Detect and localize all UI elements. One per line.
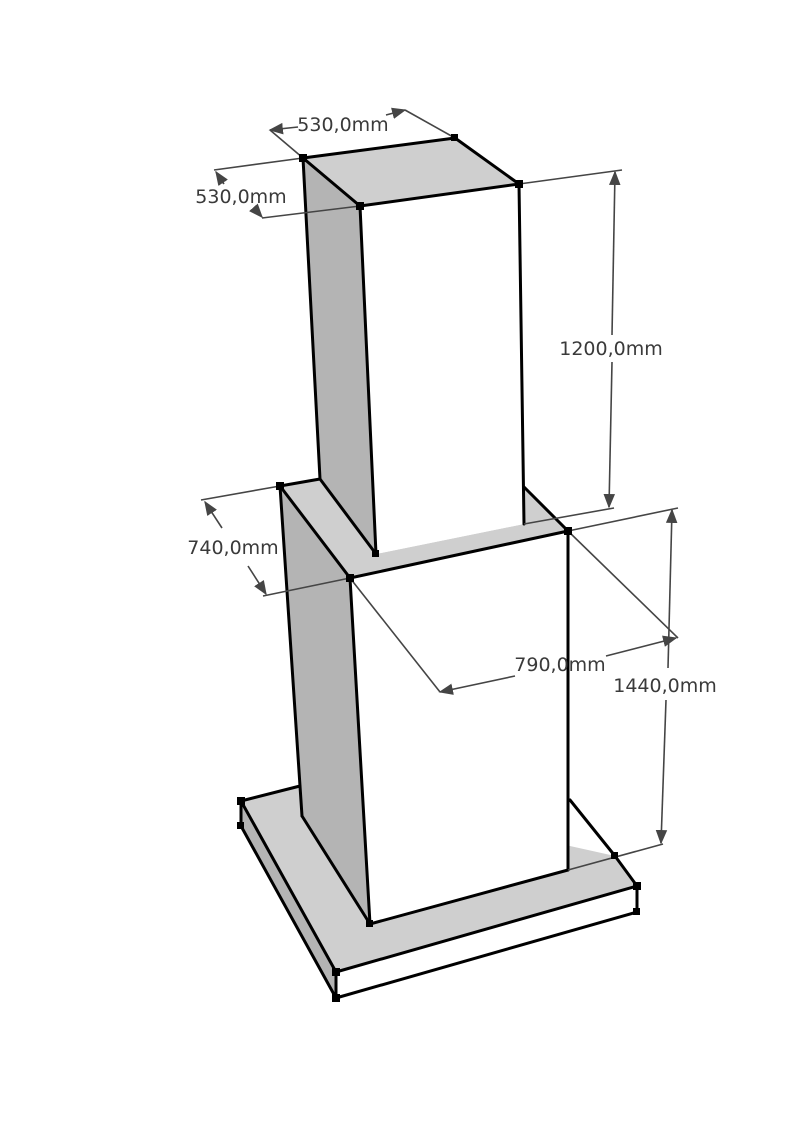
lower-front-face <box>350 531 568 924</box>
upper-side-face <box>303 158 376 554</box>
base-side-face <box>241 801 336 998</box>
lower-depth-label: 740,0mm <box>187 537 278 559</box>
base-front-face <box>336 886 637 998</box>
dimension-lower-height: 1440,0mm <box>567 507 717 871</box>
upper-width-label: 530,0mm <box>297 114 388 136</box>
lower-height-label: 1440,0mm <box>613 675 717 697</box>
dimension-upper-width: 530,0mm <box>268 107 456 159</box>
upper-top-face <box>303 138 519 206</box>
dimension-upper-depth: 530,0mm <box>195 157 361 219</box>
dimension-lower-depth: 740,0mm <box>187 485 351 597</box>
vertex-markers <box>237 134 641 1002</box>
lower-width-label: 790,0mm <box>514 654 605 676</box>
lower-top-edges <box>278 484 570 580</box>
upper-front-face <box>360 184 524 554</box>
upper-block <box>301 136 526 556</box>
lower-block <box>278 477 570 926</box>
dimension-upper-height: 1200,0mm <box>518 169 663 525</box>
dimension-lower-width: 790,0mm <box>349 530 679 695</box>
upper-height-label: 1200,0mm <box>559 338 663 360</box>
lower-top-face <box>280 479 568 578</box>
upper-depth-label: 530,0mm <box>195 186 286 208</box>
